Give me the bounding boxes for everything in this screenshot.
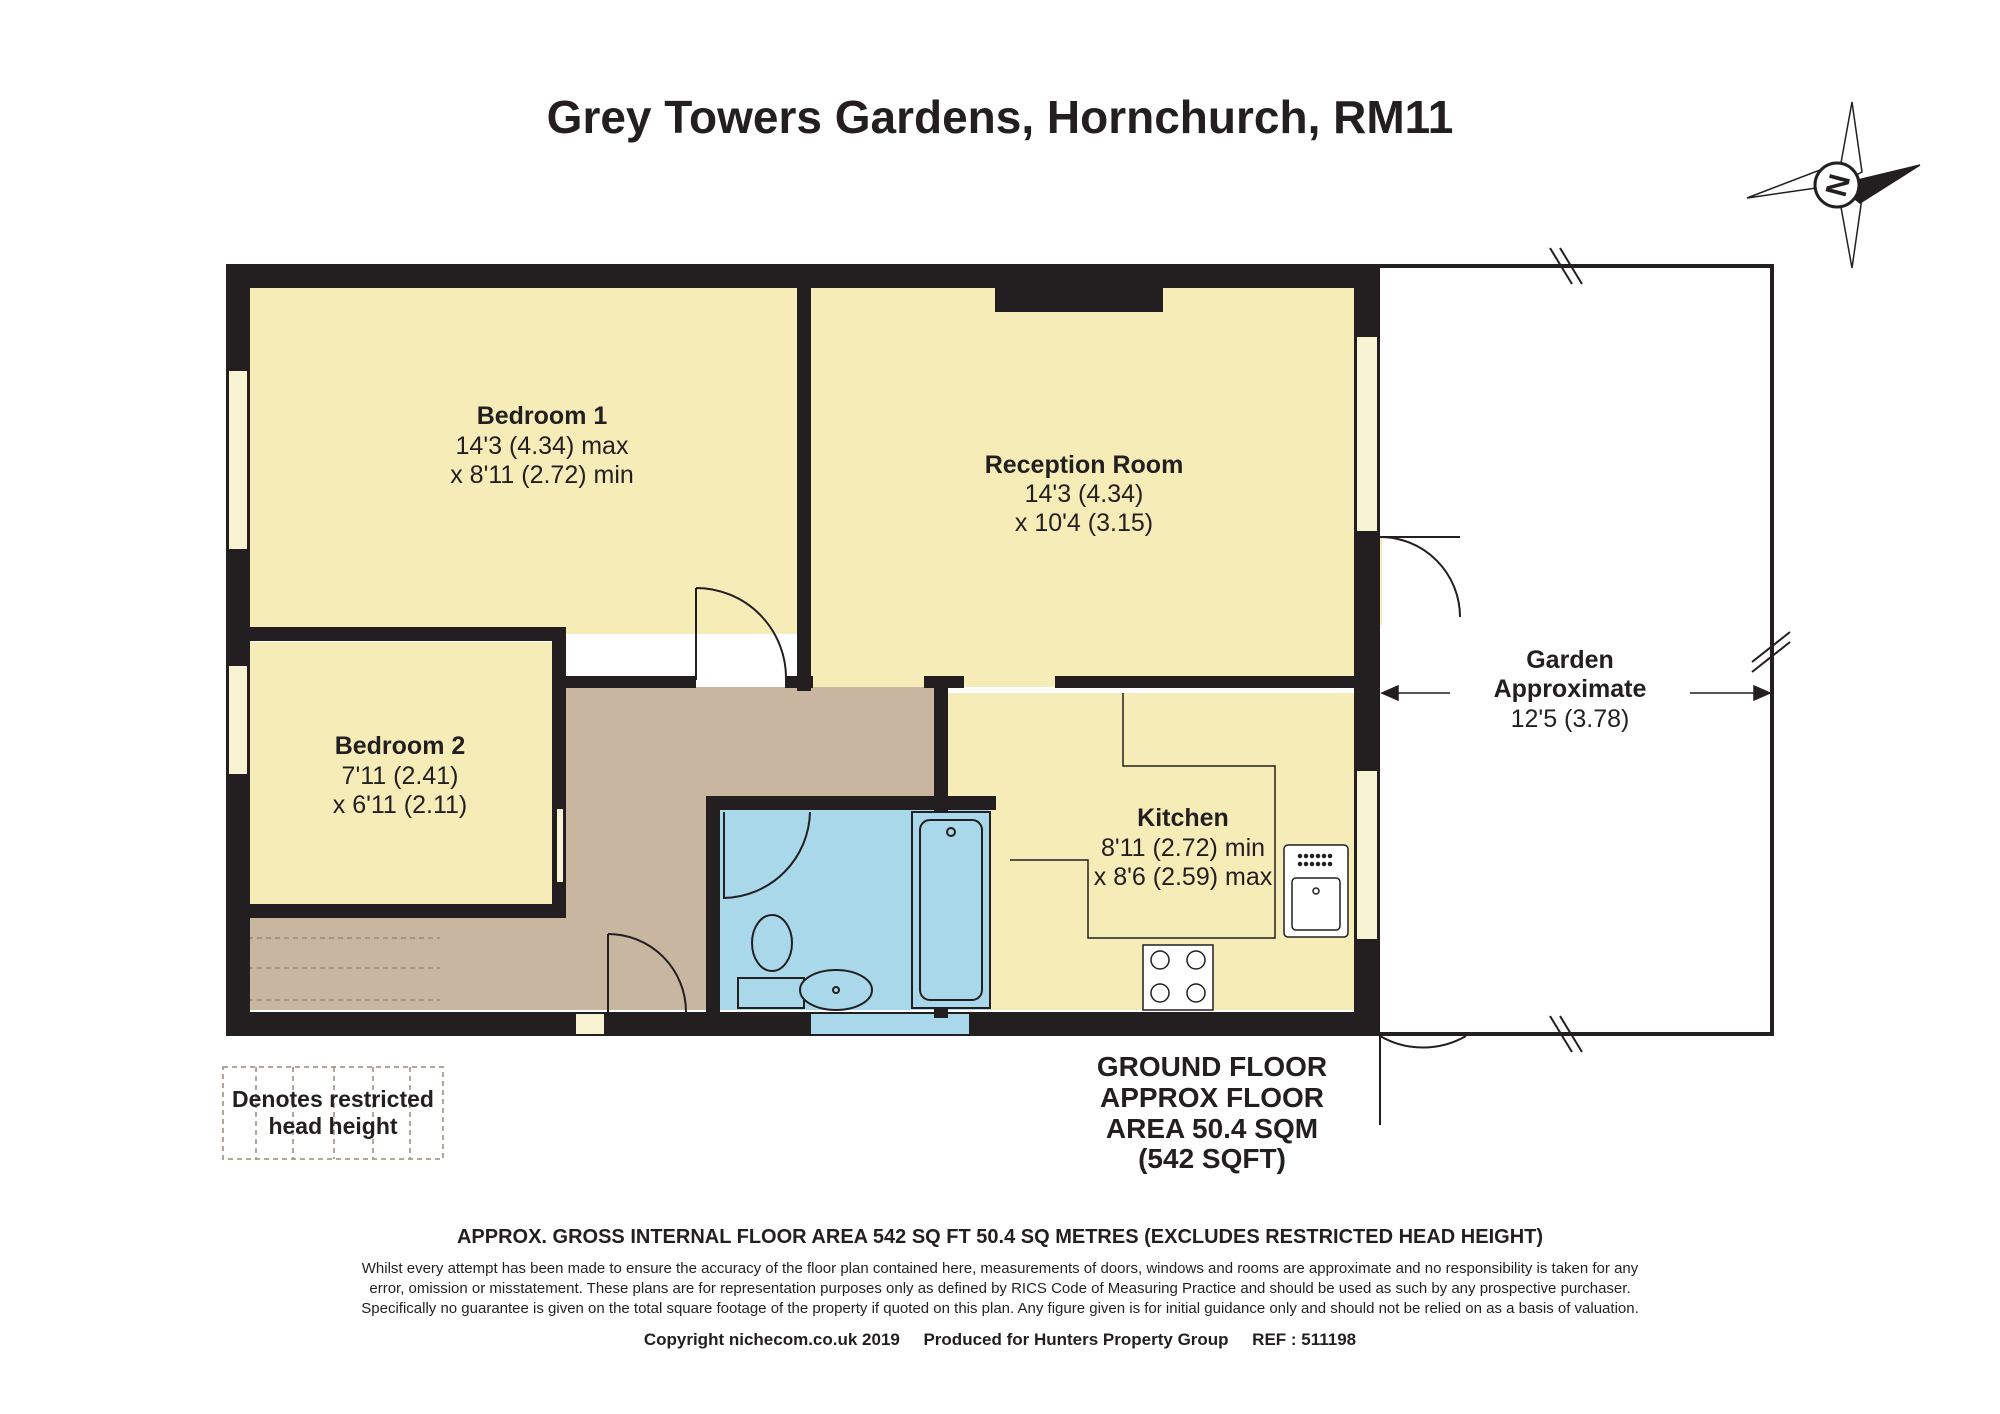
windows <box>227 335 1379 1036</box>
restricted-height-legend: Denotes restricted head height <box>222 1066 444 1160</box>
copyright-line: Copyright nichecom.co.uk 2019 Produced f… <box>644 1330 1356 1349</box>
garden-label: Garden Approximate 12'5 (3.78) <box>1494 646 1647 733</box>
room-dimension: 12'5 (3.78) <box>1511 705 1630 733</box>
room-name: Garden <box>1526 646 1614 674</box>
room-name: Bedroom 1 <box>477 402 608 430</box>
room-name: Kitchen <box>1137 804 1229 832</box>
room-dimension: x 8'11 (2.72) min <box>450 461 634 489</box>
room-name: Bedroom 2 <box>335 732 466 760</box>
floor-line: AREA 50.4 SQM <box>1106 1113 1318 1144</box>
floor-area-block: GROUND FLOOR APPROX FLOOR AREA 50.4 SQM … <box>1097 1051 1327 1174</box>
hallway-strip <box>248 918 608 1010</box>
restricted-height-area <box>248 937 440 1001</box>
garden-break-marks <box>1549 247 1791 1053</box>
floor-line: (542 SQFT) <box>1138 1143 1286 1174</box>
bathroom-fittings <box>737 811 991 1011</box>
sink-icon <box>1283 844 1349 938</box>
room-dimension: x 8'6 (2.59) max <box>1094 863 1273 891</box>
bedroom-2-floor <box>248 642 558 907</box>
floor-line: APPROX FLOOR <box>1100 1082 1324 1113</box>
room-dimension: 14'3 (4.34) <box>1025 480 1144 508</box>
gross-area-note: APPROX. GROSS INTERNAL FLOOR AREA 542 SQ… <box>457 1226 1543 1248</box>
room-dimension: x 10'4 (3.15) <box>1015 509 1153 537</box>
bedroom-1-label: Bedroom 1 14'3 (4.34) max x 8'11 (2.72) … <box>450 402 634 489</box>
room-name: Approximate <box>1494 675 1647 703</box>
garden-dimension-arrows <box>1380 684 1772 702</box>
page-title: Grey Towers Gardens, Hornchurch, RM11 <box>547 91 1454 143</box>
kitchen-label: Kitchen 8'11 (2.72) min x 8'6 (2.59) max <box>1094 804 1273 891</box>
kitchen-fittings <box>1010 693 1349 1011</box>
room-dimension: 14'3 (4.34) max <box>456 432 629 460</box>
reception-floor <box>810 287 1354 687</box>
bedroom-1-floor <box>248 287 798 634</box>
bedroom-2-label: Bedroom 2 7'11 (2.41) x 6'11 (2.11) <box>333 732 467 819</box>
legend-text: Denotes restricted <box>232 1086 434 1112</box>
chimney-breast <box>995 286 1163 312</box>
room-name: Reception Room <box>985 451 1184 479</box>
hallway-upper <box>566 687 706 1010</box>
toilet-icon <box>751 914 793 972</box>
disclaimer-line: Whilst every attempt has been made to en… <box>362 1260 1639 1277</box>
room-dimension: 7'11 (2.41) <box>342 762 459 790</box>
disclaimer-line: error, omission or misstatement. These p… <box>369 1280 1630 1297</box>
floor-line: GROUND FLOOR <box>1097 1051 1327 1082</box>
compass-icon: N <box>1746 101 1921 269</box>
legend-text: head height <box>268 1113 397 1139</box>
bedroom-2-internal-window <box>555 807 565 884</box>
disclaimer-line: Specifically no guarantee is given on th… <box>361 1300 1639 1317</box>
doors <box>607 536 1467 1125</box>
room-dimension: x 6'11 (2.11) <box>333 791 467 819</box>
garden-outline <box>1380 264 1774 1036</box>
internal-walls <box>248 287 1355 1018</box>
room-dimension: 8'11 (2.72) min <box>1101 834 1265 862</box>
reception-label: Reception Room 14'3 (4.34) x 10'4 (3.15) <box>985 451 1184 537</box>
hob-icon <box>1142 944 1214 1011</box>
